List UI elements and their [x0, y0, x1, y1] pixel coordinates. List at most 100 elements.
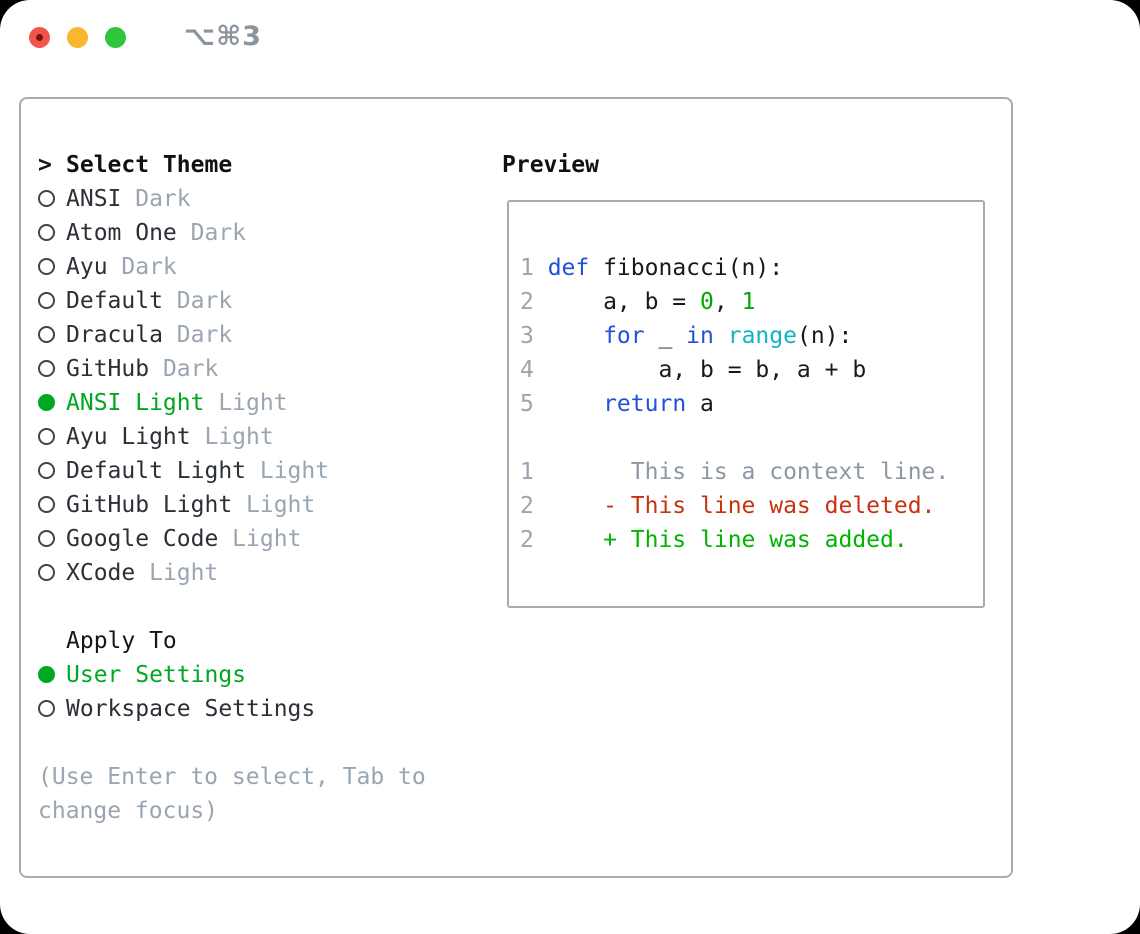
code-segment: This is a context line. [547, 459, 950, 485]
radio-icon [38, 326, 55, 343]
apply-option-label: Workspace Settings [66, 696, 316, 722]
line-number: 2 [520, 493, 534, 519]
line-number: 1 [520, 255, 534, 281]
theme-variant-label: Light [259, 458, 330, 484]
code-segment: range [727, 323, 797, 349]
theme-variant-label: Dark [135, 186, 191, 212]
theme-name: Atom One [66, 220, 177, 246]
theme-variant-label: Light [232, 526, 302, 552]
radio-icon [38, 496, 55, 513]
code-segment [714, 323, 728, 349]
code-segment: def [547, 255, 590, 281]
theme-name: ANSI Light [66, 390, 205, 416]
radio-icon [38, 666, 55, 683]
theme-option[interactable]: ANSI Light Light [38, 386, 488, 420]
line-number: 3 [520, 323, 534, 349]
radio-icon [38, 190, 55, 207]
radio-icon [38, 224, 55, 241]
theme-option[interactable]: Google Code Light [38, 522, 488, 556]
theme-name: ANSI [66, 186, 122, 212]
theme-option[interactable]: GitHub Dark [38, 352, 488, 386]
theme-variant-label: Light [246, 492, 316, 518]
line-number: 5 [520, 391, 534, 417]
code-line [520, 421, 983, 455]
help-line: change focus) [38, 798, 219, 824]
theme-variant-label: Light [218, 390, 288, 416]
apply-to-header: Apply To [66, 628, 177, 654]
radio-icon [38, 428, 55, 445]
maximize-button[interactable] [105, 26, 126, 48]
code-segment: fibonacci(n): [589, 255, 784, 281]
theme-option[interactable]: Ayu Light Light [38, 420, 488, 454]
code-line: 2 + This line was added. [520, 523, 983, 557]
theme-option[interactable]: GitHub Light Light [38, 488, 488, 522]
theme-variant-label: Dark [121, 254, 177, 280]
spacer [38, 590, 488, 624]
code-segment: - This line was deleted. [547, 493, 936, 519]
radio-icon [38, 700, 55, 717]
close-button[interactable] [29, 26, 50, 48]
theme-variant-label: Light [204, 424, 274, 450]
radio-icon [38, 360, 55, 377]
minimize-button[interactable] [67, 26, 88, 48]
code-line: 4 a, b = b, a + b [520, 353, 983, 387]
theme-name: Ayu Light [66, 424, 191, 450]
theme-name: Default [66, 288, 163, 314]
radio-icon [38, 394, 55, 411]
spacer [38, 726, 488, 760]
line-number: 1 [520, 459, 534, 485]
code-segment: for [603, 323, 645, 349]
theme-variant-label: Light [149, 560, 219, 586]
window-shortcut-label: ⌥⌘3 [184, 21, 262, 52]
code-segment [548, 323, 603, 349]
theme-name: GitHub Light [66, 492, 233, 518]
radio-icon [38, 530, 55, 547]
code-segment: , [713, 289, 742, 315]
code-segment: return [603, 391, 687, 417]
theme-variant-label: Dark [190, 220, 247, 246]
theme-variant-label: Dark [176, 322, 233, 348]
theme-name: GitHub [66, 356, 150, 382]
theme-option[interactable]: Atom One Dark [38, 216, 488, 250]
theme-option[interactable]: Default Light Light [38, 454, 488, 488]
code-line: 3 for _ in range(n): [520, 319, 983, 353]
select-theme-header: >Select Theme [38, 148, 488, 182]
code-line: 2 - This line was deleted. [520, 489, 983, 523]
line-number: 2 [520, 289, 534, 315]
preview-header: Preview [502, 152, 599, 178]
theme-option[interactable]: Default Dark [38, 284, 488, 318]
help-line: (Use Enter to select, Tab to [38, 764, 426, 790]
line-number: 2 [520, 527, 534, 553]
apply-option[interactable]: User Settings [38, 658, 488, 692]
theme-name: Google Code [66, 526, 219, 552]
radio-icon [38, 462, 55, 479]
theme-variant-label: Dark [176, 288, 233, 314]
code-segment: in [686, 323, 714, 349]
theme-name: Ayu [66, 254, 108, 280]
select-theme-title: Select Theme [66, 152, 233, 178]
code-segment: _ [644, 323, 687, 349]
radio-icon [38, 292, 55, 309]
code-line: 2 a, b = 0, 1 [520, 285, 983, 319]
code-segment [548, 391, 603, 417]
code-segment: + This line was added. [547, 527, 908, 553]
code-line: 1 This is a context line. [520, 455, 983, 489]
code-line: 5 return a [520, 387, 983, 421]
code-segment: a [686, 391, 714, 417]
theme-option[interactable]: ANSI Dark [38, 182, 488, 216]
code-segment: a, b = b, a + b [547, 357, 867, 383]
code-segment: a, b = [547, 289, 701, 315]
theme-name: Default Light [66, 458, 247, 484]
apply-options-list: User Settings Workspace Settings [38, 658, 488, 726]
apply-option[interactable]: Workspace Settings [38, 692, 488, 726]
theme-option[interactable]: Ayu Dark [38, 250, 488, 284]
theme-variant-label: Dark [162, 356, 219, 382]
titlebar: ⌥⌘3 [29, 21, 262, 52]
